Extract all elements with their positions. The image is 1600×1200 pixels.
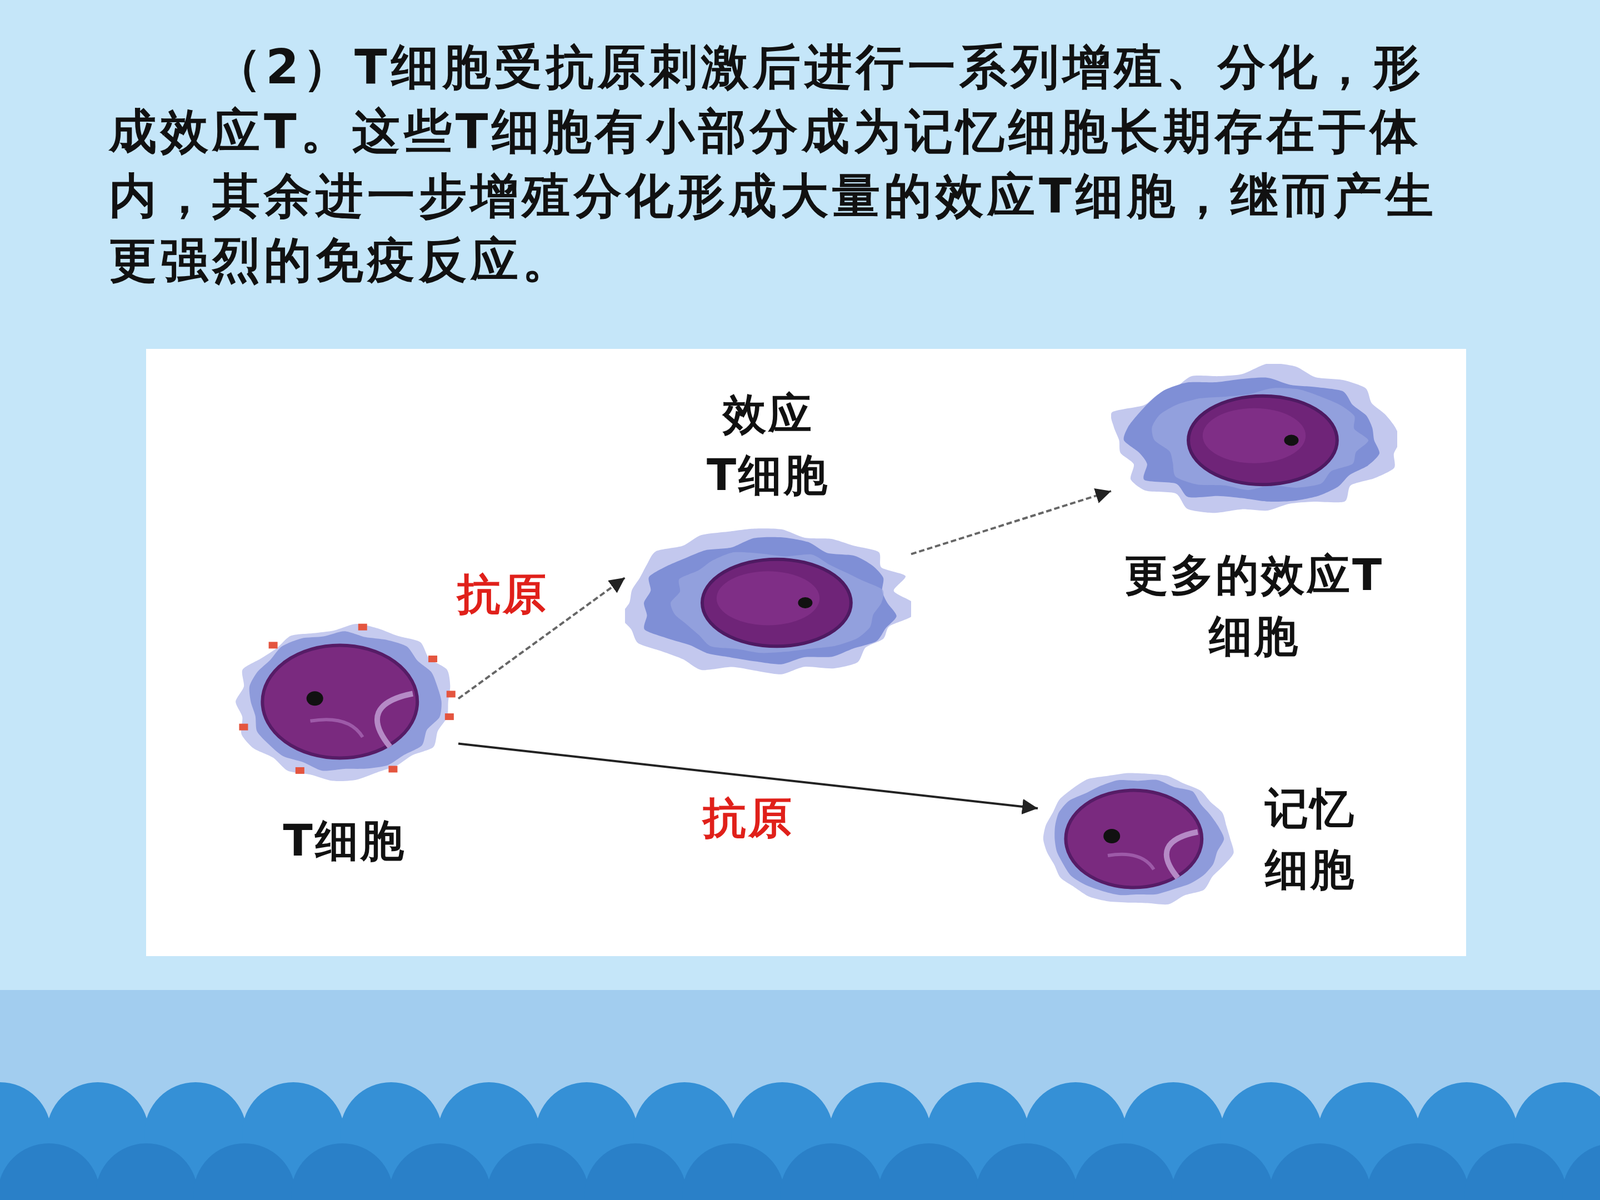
figure-panel bbox=[146, 348, 1467, 957]
cytoplasm bbox=[1054, 780, 1224, 896]
scallop bbox=[1562, 1143, 1600, 1200]
cytoplasm-texture bbox=[1151, 387, 1369, 490]
antigen-dot bbox=[358, 623, 368, 631]
cell-node: 效应 T细胞 bbox=[625, 383, 912, 678]
nucleus bbox=[1188, 396, 1338, 485]
antigen-dot bbox=[268, 641, 278, 649]
scallop bbox=[193, 1143, 296, 1200]
nucleus-shade bbox=[716, 571, 820, 625]
scallop bbox=[95, 1143, 198, 1200]
cell-node: 记忆 细胞 bbox=[1037, 769, 1368, 909]
scallop bbox=[1366, 1143, 1469, 1200]
nucleus-shade bbox=[1202, 408, 1306, 464]
cytoplasm-texture bbox=[670, 552, 884, 654]
antigen-dot bbox=[446, 690, 456, 698]
cell-node: T细胞 bbox=[230, 621, 459, 872]
cell-label: 记忆 细胞 bbox=[1254, 777, 1368, 900]
nucleus-notch bbox=[1166, 832, 1198, 879]
antigen-dot bbox=[388, 765, 398, 773]
scallop bbox=[388, 1143, 492, 1200]
antigen-dot bbox=[295, 767, 305, 774]
cell-picture bbox=[1043, 772, 1234, 905]
cytoplasm bbox=[643, 537, 897, 665]
cytoplasm bbox=[1123, 377, 1380, 502]
nucleolus bbox=[306, 691, 324, 706]
cell-illustration bbox=[1037, 769, 1238, 909]
heading-text: （2）T细胞受抗原刺激后进行一系列增殖、分化，形成效应T。这些T细胞有小部分成为… bbox=[108, 34, 1476, 293]
scallop bbox=[682, 1143, 785, 1200]
cell-label: 更多的效应T 细胞 bbox=[1120, 544, 1389, 667]
scallop bbox=[486, 1143, 589, 1200]
cell-picture bbox=[625, 528, 912, 675]
nucleus-fold bbox=[1107, 854, 1154, 870]
scallop bbox=[291, 1143, 394, 1200]
scallop bbox=[0, 1143, 100, 1200]
antigen-dot bbox=[445, 713, 454, 720]
scallop bbox=[1073, 1143, 1176, 1200]
edge-label: 抗原 bbox=[699, 791, 798, 845]
cytoplasm-rim bbox=[1111, 363, 1398, 513]
nucleolus bbox=[797, 597, 813, 609]
cytoplasm-rim bbox=[625, 528, 912, 675]
scallop-waves bbox=[0, 1082, 1600, 1200]
cell-node: 更多的效应T 细胞 bbox=[1111, 363, 1398, 667]
scallop bbox=[877, 1143, 980, 1200]
scallop bbox=[975, 1143, 1078, 1200]
scallop bbox=[1268, 1143, 1372, 1200]
nucleus bbox=[262, 645, 418, 759]
antigen-dot bbox=[428, 655, 438, 663]
scallop bbox=[584, 1143, 687, 1200]
cell-label: 效应 T细胞 bbox=[703, 383, 834, 506]
nucleus-notch bbox=[377, 693, 413, 748]
cytoplasm bbox=[249, 631, 442, 771]
nucleus bbox=[1065, 790, 1202, 888]
arrow-connector bbox=[911, 491, 1112, 555]
scallop bbox=[780, 1143, 883, 1200]
antigen-dot bbox=[238, 723, 248, 731]
scallop bbox=[1464, 1143, 1567, 1200]
scallop bbox=[1171, 1143, 1274, 1200]
nucleolus bbox=[1103, 828, 1120, 844]
cell-label: T细胞 bbox=[282, 810, 406, 872]
cell-picture bbox=[235, 623, 456, 782]
cell-illustration bbox=[625, 527, 912, 678]
cell-illustration bbox=[230, 621, 459, 783]
cell-picture bbox=[1111, 363, 1398, 513]
cytoplasm-rim bbox=[1043, 772, 1234, 905]
nucleus-fold bbox=[310, 719, 363, 738]
cytoplasm-rim bbox=[235, 623, 450, 782]
cell-illustration bbox=[1111, 363, 1398, 517]
edge-label: 抗原 bbox=[453, 567, 552, 621]
nucleolus bbox=[1283, 435, 1299, 447]
nucleus bbox=[702, 559, 852, 647]
